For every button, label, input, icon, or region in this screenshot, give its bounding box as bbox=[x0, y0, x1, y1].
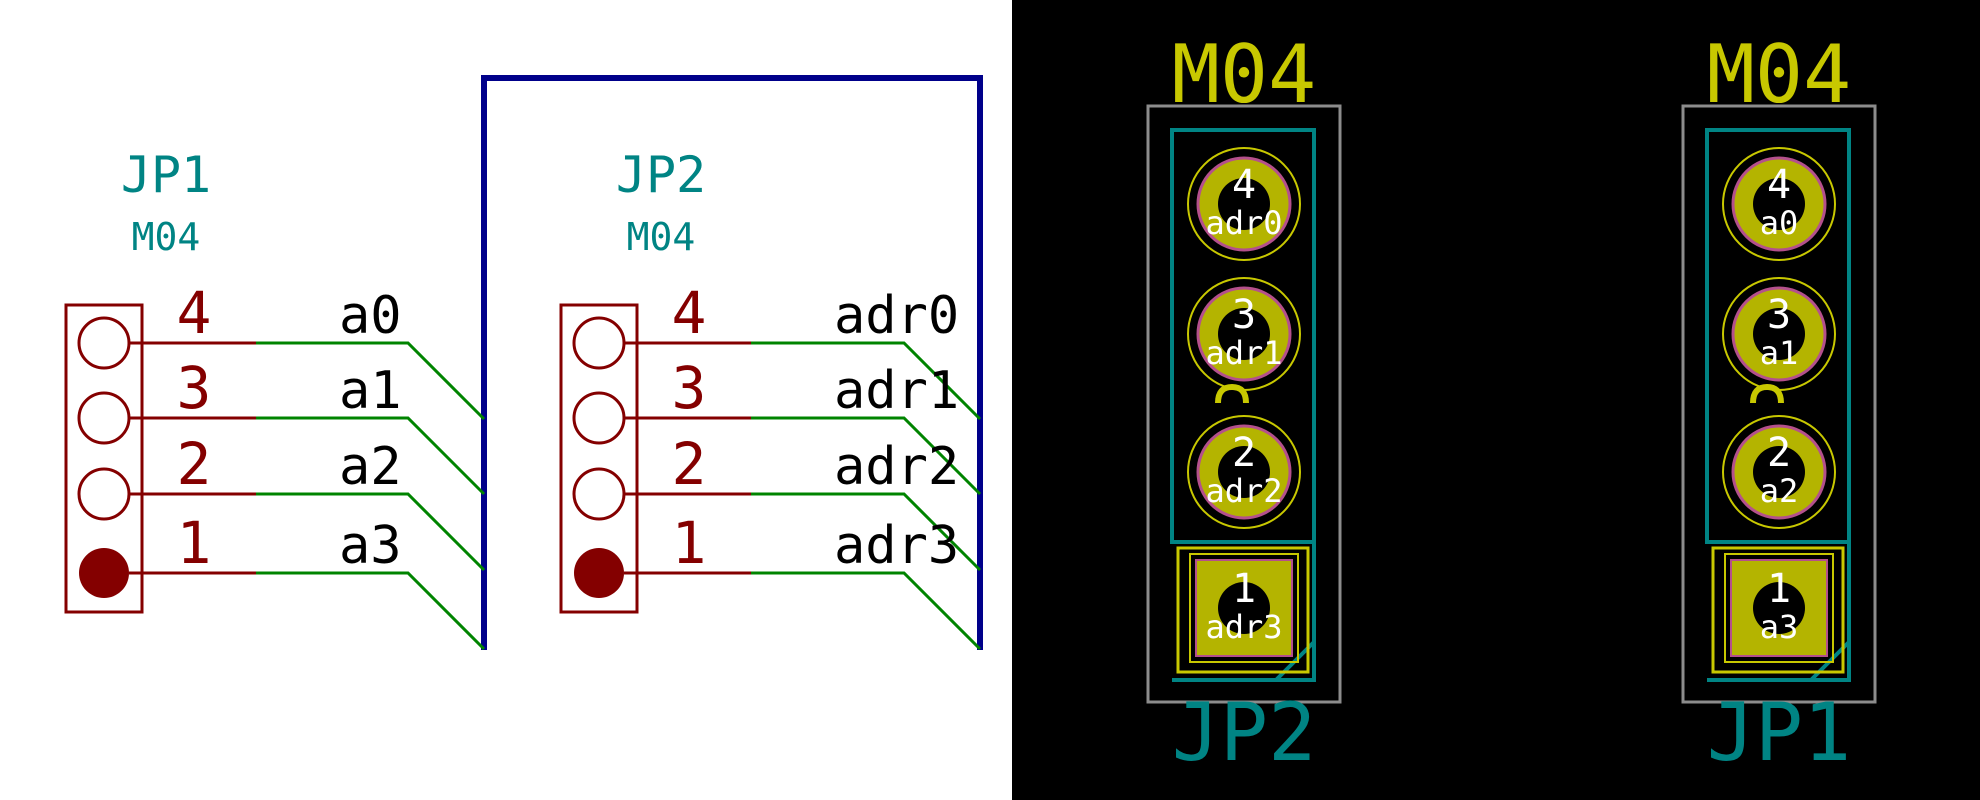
wire bbox=[256, 571, 486, 651]
courtyard bbox=[1170, 128, 1316, 544]
pad-4: 4a0 bbox=[1722, 147, 1836, 261]
silkscreen-notch bbox=[1215, 383, 1249, 404]
pad-clearance bbox=[1722, 415, 1836, 529]
symbol-value: M04 bbox=[132, 215, 201, 259]
pin-number: 3 bbox=[177, 354, 212, 422]
wire bbox=[256, 416, 486, 496]
pad-number: 3 bbox=[1232, 292, 1256, 338]
wire bbox=[751, 492, 982, 572]
symbol-reference: JP1 bbox=[121, 146, 211, 204]
pad-net: adr2 bbox=[1205, 472, 1282, 510]
silkscreen-outline bbox=[1711, 546, 1845, 674]
pad-3: 3a1 bbox=[1722, 277, 1836, 391]
pin-number: 2 bbox=[177, 430, 212, 498]
pad-2: 2a2 bbox=[1722, 415, 1836, 529]
connector-body bbox=[64, 303, 144, 614]
pin-number: 1 bbox=[177, 509, 212, 577]
pad-net: adr3 bbox=[1205, 608, 1282, 646]
pad-net: a2 bbox=[1760, 472, 1799, 510]
net-label: adr3 bbox=[834, 516, 959, 576]
pad-number: 4 bbox=[1232, 162, 1256, 208]
pad-net: a1 bbox=[1760, 334, 1799, 372]
drill-hole bbox=[1753, 178, 1805, 230]
connector-body bbox=[559, 303, 639, 614]
courtyard-corner bbox=[1707, 542, 1851, 682]
drill-hole bbox=[1218, 178, 1270, 230]
pad-clearance bbox=[1722, 147, 1836, 261]
wire bbox=[751, 341, 982, 421]
wire bbox=[751, 416, 982, 496]
drill-hole bbox=[1218, 308, 1270, 360]
net-label: adr1 bbox=[834, 361, 959, 421]
pad-net: a0 bbox=[1760, 204, 1799, 242]
net-label: adr0 bbox=[834, 286, 959, 346]
footprint-reference: JP1 bbox=[1707, 686, 1852, 779]
net-label: a3 bbox=[339, 516, 402, 576]
pin-number: 1 bbox=[672, 509, 707, 577]
pad-1: 1a3 bbox=[1724, 553, 1834, 663]
pin-1-marker bbox=[79, 548, 129, 598]
net-label: adr2 bbox=[834, 437, 959, 497]
net-label: a0 bbox=[339, 286, 402, 346]
pcb-layout: M044adr03adr12adr21adr3JP2M044a03a12a21a… bbox=[1146, 28, 1877, 779]
drill-hole bbox=[1218, 582, 1270, 634]
wire bbox=[751, 571, 982, 651]
courtyard-corner bbox=[1172, 542, 1316, 682]
pin-number: 3 bbox=[672, 354, 707, 422]
schematic-panel bbox=[0, 0, 1012, 800]
footprint-reference: JP2 bbox=[1172, 686, 1317, 779]
drill-hole bbox=[1753, 446, 1805, 498]
symbol-reference: JP2 bbox=[616, 146, 706, 204]
footprint-outline bbox=[1146, 104, 1342, 704]
pin-number: 2 bbox=[672, 430, 707, 498]
pin-number: 4 bbox=[672, 279, 707, 347]
footprint-outline bbox=[1681, 104, 1877, 704]
silkscreen-notch bbox=[1750, 383, 1784, 404]
symbol-value: M04 bbox=[627, 215, 696, 259]
drill-hole bbox=[1753, 582, 1805, 634]
pad-net: a3 bbox=[1760, 608, 1799, 646]
drill-hole bbox=[1218, 446, 1270, 498]
wire bbox=[256, 492, 486, 572]
pad-clearance bbox=[1187, 415, 1301, 529]
pad-clearance bbox=[1722, 277, 1836, 391]
pad-clearance bbox=[1189, 553, 1299, 663]
pad-number: 4 bbox=[1767, 162, 1791, 208]
net-label: a1 bbox=[339, 361, 402, 421]
silkscreen-outline bbox=[1176, 546, 1310, 674]
pad-number: 2 bbox=[1767, 430, 1791, 476]
bus-line bbox=[481, 75, 983, 650]
pin-1-marker bbox=[574, 548, 624, 598]
pad-net: adr0 bbox=[1205, 204, 1282, 242]
pad-clearance bbox=[1724, 553, 1834, 663]
pad-clearance bbox=[1187, 147, 1301, 261]
pad-number: 1 bbox=[1767, 566, 1791, 612]
drill-hole bbox=[1753, 308, 1805, 360]
pad-number: 2 bbox=[1232, 430, 1256, 476]
pad-clearance bbox=[1187, 277, 1301, 391]
pad-net: adr1 bbox=[1205, 334, 1282, 372]
pad-number: 1 bbox=[1232, 566, 1256, 612]
courtyard bbox=[1705, 128, 1851, 544]
wire bbox=[256, 341, 486, 421]
net-label: a2 bbox=[339, 437, 402, 497]
pin-number: 4 bbox=[177, 279, 212, 347]
pad-number: 3 bbox=[1767, 292, 1791, 338]
